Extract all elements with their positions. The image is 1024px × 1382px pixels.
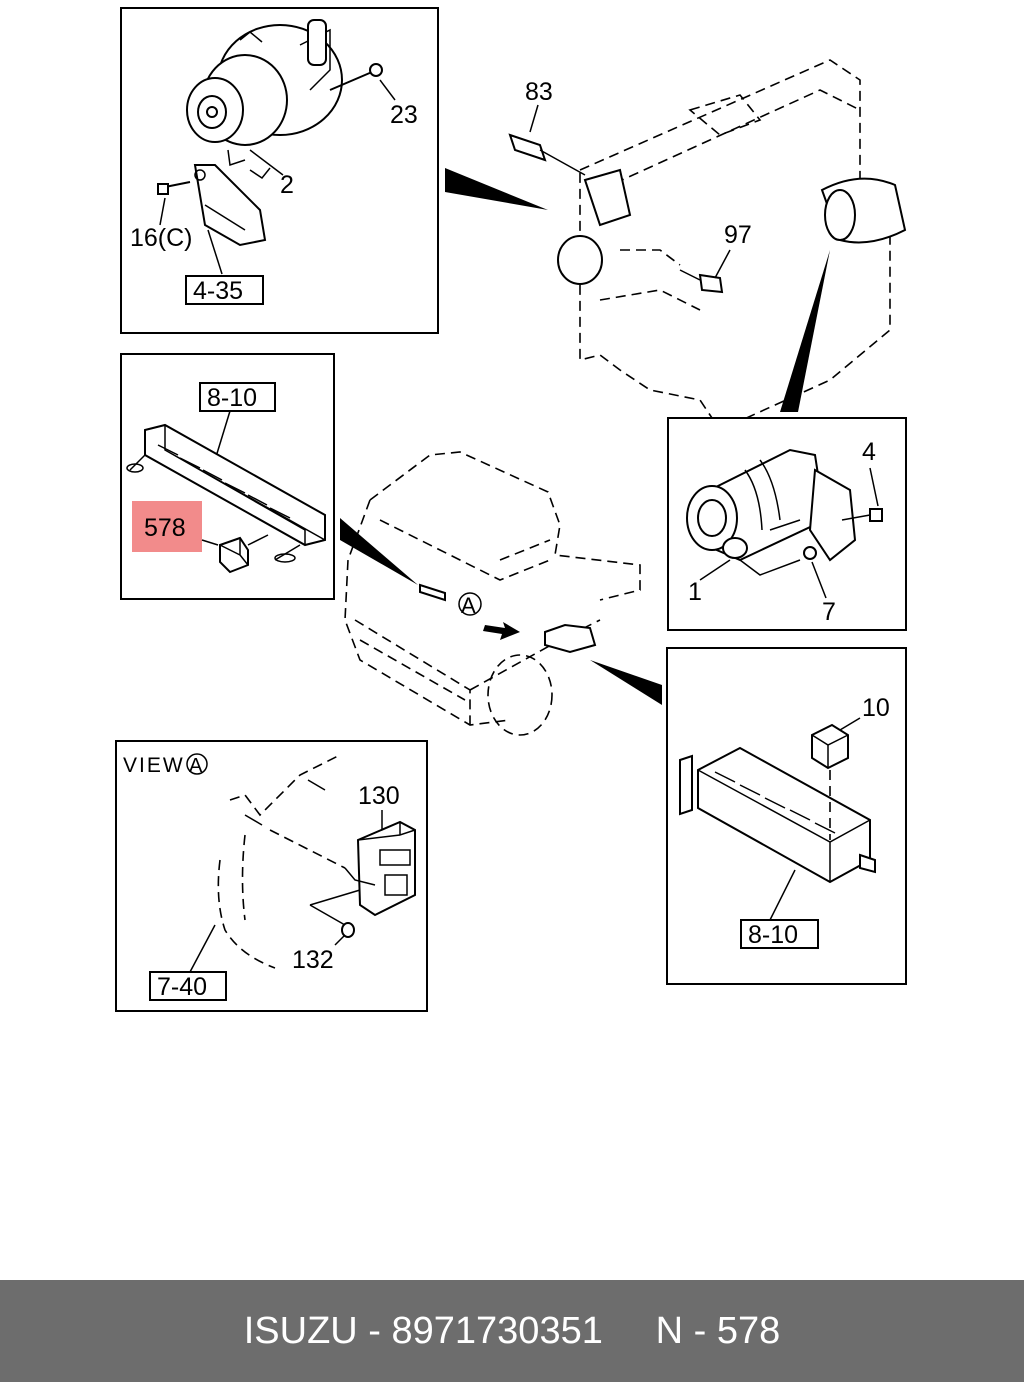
alternator-panel: 23 2 16(C) 4-35 <box>120 7 439 334</box>
ref-8-10-label-top: 8-10 <box>207 384 257 412</box>
relay-box-drawing <box>126 423 326 563</box>
parts-diagram: 23 2 16(C) 4-35 83 97 8-10 <box>115 7 907 1012</box>
starter-panel: 4 1 7 <box>667 417 907 631</box>
callout-wedge-relay-left <box>340 518 418 585</box>
truck-drawing <box>344 451 641 736</box>
part-97-label: 97 <box>724 221 752 249</box>
alternator-drawing <box>157 19 383 275</box>
footer-part-number: ISUZU - 8971730351 N - 578 <box>243 1309 781 1352</box>
view-a-title-circle: A <box>189 755 203 777</box>
starter-drawing <box>686 448 883 576</box>
part-4-label: 4 <box>862 438 876 466</box>
part-132-label: 132 <box>292 946 334 974</box>
part-83-label: 83 <box>525 78 553 106</box>
view-a-drawing <box>217 754 416 969</box>
part-578-label: 578 <box>144 514 186 542</box>
view-a-title: VIEW <box>123 754 185 777</box>
callout-wedge-relay-right <box>590 660 662 705</box>
part-16c-label: 16(C) <box>130 224 193 252</box>
engine-drawing <box>508 59 907 432</box>
relay-box-panel: 8-10 578 <box>120 353 335 600</box>
part-130-label: 130 <box>358 782 400 810</box>
part-23-label: 23 <box>390 101 418 129</box>
callout-wedge-alternator <box>445 168 548 210</box>
part-7-label: 7 <box>822 598 836 626</box>
ref-8-10-label-bottom: 8-10 <box>748 921 798 949</box>
part-1-label: 1 <box>688 578 702 606</box>
callout-wedge-starter <box>780 250 830 412</box>
relay-box-panel-2: 10 8-10 <box>666 647 907 985</box>
relay-578-drawing <box>219 534 269 574</box>
part-10-label: 10 <box>862 694 890 722</box>
view-a-marker: A <box>461 593 476 618</box>
highlight-578 <box>132 501 202 552</box>
view-a-panel: VIEW A 130 132 7-40 <box>115 740 428 1012</box>
part-2-label: 2 <box>280 171 294 199</box>
ref-7-40-label: 7-40 <box>157 973 207 1001</box>
footer-bar: ISUZU - 8971730351 N - 578 <box>0 1280 1024 1382</box>
ref-4-35-label: 4-35 <box>193 277 243 305</box>
relay-box-2-drawing <box>679 723 876 884</box>
view-arrow <box>483 622 520 640</box>
